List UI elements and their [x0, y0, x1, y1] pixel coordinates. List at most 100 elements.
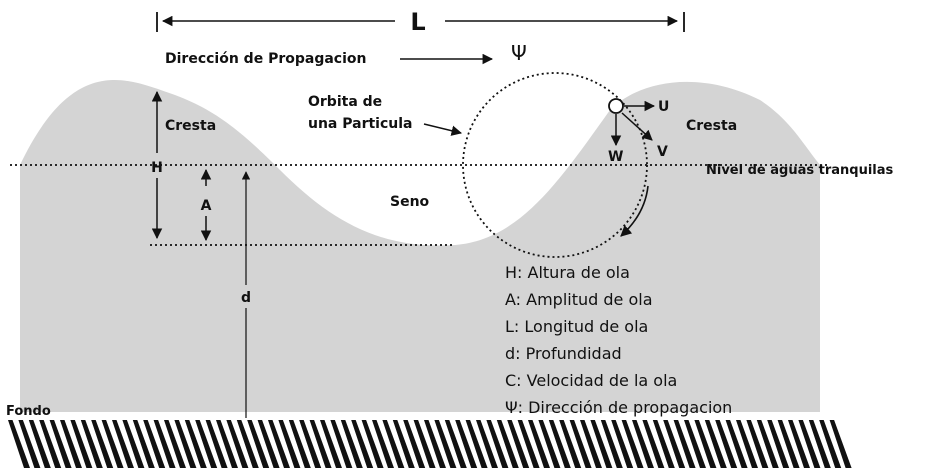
seabed-stroke — [372, 420, 394, 468]
seabed-stroke — [309, 420, 332, 468]
seabed-stroke — [455, 420, 478, 468]
seabed-stroke — [153, 420, 176, 468]
seabed-stroke — [767, 420, 790, 468]
seabed-stroke — [60, 420, 82, 468]
seabed-stroke — [673, 420, 696, 468]
seabed-stroke — [257, 420, 280, 468]
seabed-stroke — [434, 420, 457, 468]
seabed-stroke — [320, 420, 342, 468]
seabed-stroke — [486, 420, 509, 468]
legend: H: Altura de ola A: Amplitud de ola L: L… — [505, 263, 732, 417]
seabed-stroke — [548, 420, 571, 468]
orbit-label-arrow — [423, 123, 463, 136]
seabed-stroke — [736, 420, 758, 468]
seabed-stroke — [652, 420, 675, 468]
seabed-stroke — [611, 420, 634, 468]
seabed-stroke — [476, 420, 498, 468]
seabed-stroke — [195, 420, 218, 468]
seabed-stroke — [288, 420, 311, 468]
seabed-stroke — [600, 420, 623, 468]
seabed-hatching — [8, 420, 852, 468]
seabed-stroke — [132, 420, 155, 468]
seabed-stroke — [247, 420, 270, 468]
seabed-stroke — [808, 420, 831, 468]
amplitude-symbol: A — [201, 198, 212, 214]
seabed-stroke — [112, 420, 134, 468]
seabed-stroke — [569, 420, 592, 468]
still-water-level-label: Nivel de aguas tranquilas — [706, 163, 894, 178]
particle-orbit — [462, 72, 648, 258]
seabed-stroke — [226, 420, 249, 468]
seabed-stroke — [351, 420, 374, 468]
seabed-stroke — [424, 420, 446, 468]
seabed-stroke — [403, 420, 426, 468]
seabed-stroke — [8, 420, 30, 468]
seabed-stroke — [174, 420, 197, 468]
seabed-stroke — [268, 420, 290, 468]
seabed-stroke — [28, 420, 51, 468]
seabed-stroke — [392, 420, 415, 468]
seabed-stroke — [559, 420, 582, 468]
seabed-stroke — [580, 420, 602, 468]
legend-item: d: Profundidad — [505, 344, 622, 363]
trough-label: Seno — [390, 194, 430, 210]
orbit-rotation-arrow — [620, 185, 649, 237]
depth-symbol: d — [241, 290, 251, 306]
legend-item: L: Longitud de ola — [505, 317, 648, 336]
seabed-stroke — [413, 420, 436, 468]
legend-item: Ψ: Dirección de propagacion — [505, 398, 732, 417]
seabed-stroke — [361, 420, 384, 468]
seabed-stroke — [465, 420, 488, 468]
seabed-stroke — [798, 420, 821, 468]
seabed-stroke — [715, 420, 738, 468]
legend-item: H: Altura de ola — [505, 263, 630, 282]
seabed-stroke — [216, 420, 238, 468]
seabed-stroke — [756, 420, 779, 468]
seabed-stroke — [80, 420, 103, 468]
seabed-stroke — [39, 420, 62, 468]
particle — [608, 98, 624, 114]
seabed-stroke — [704, 420, 727, 468]
height-symbol: H — [151, 160, 163, 176]
seabed-stroke — [496, 420, 519, 468]
seabed-stroke — [621, 420, 644, 468]
velocity-v-arrow — [621, 112, 653, 141]
orbit-label-line2: una Particula — [308, 116, 413, 132]
seabed-stroke — [538, 420, 561, 468]
velocity-v-symbol: V — [657, 144, 668, 160]
propagation-label: Dirección de Propagacion — [165, 51, 366, 67]
psi-symbol: Ψ — [511, 41, 527, 65]
seabed-stroke — [143, 420, 166, 468]
seabed-stroke — [91, 420, 114, 468]
seabed-stroke — [517, 420, 540, 468]
velocity-w-symbol: W — [608, 149, 623, 165]
seabed-stroke — [382, 420, 405, 468]
seabed-stroke — [236, 420, 259, 468]
seabed-stroke — [507, 420, 530, 468]
seabed-stroke — [684, 420, 706, 468]
seabed-stroke — [330, 420, 353, 468]
seabed-stroke — [164, 420, 186, 468]
seabed-stroke — [663, 420, 686, 468]
legend-item: C: Velocidad de la ola — [505, 371, 677, 390]
seabed-stroke — [278, 420, 301, 468]
seabed-stroke — [642, 420, 665, 468]
seabed-stroke — [18, 420, 41, 468]
seabed-stroke — [528, 420, 550, 468]
crest-label-right: Cresta — [686, 118, 737, 134]
seabed-stroke — [694, 420, 717, 468]
seabed-stroke — [184, 420, 207, 468]
seabed-stroke — [444, 420, 467, 468]
seabed-stroke — [205, 420, 228, 468]
seabed-stroke — [299, 420, 322, 468]
velocity-u-symbol: U — [658, 99, 669, 115]
seabed-stroke — [632, 420, 654, 468]
orbit-label-line1: Orbita de — [308, 94, 382, 110]
seabed-stroke — [746, 420, 769, 468]
seabed-stroke — [819, 420, 842, 468]
seabed-stroke — [590, 420, 613, 468]
legend-item: A: Amplitud de ola — [505, 290, 653, 309]
seabed-stroke — [725, 420, 748, 468]
bottom-label: Fondo — [6, 404, 51, 419]
seabed-stroke — [49, 420, 72, 468]
